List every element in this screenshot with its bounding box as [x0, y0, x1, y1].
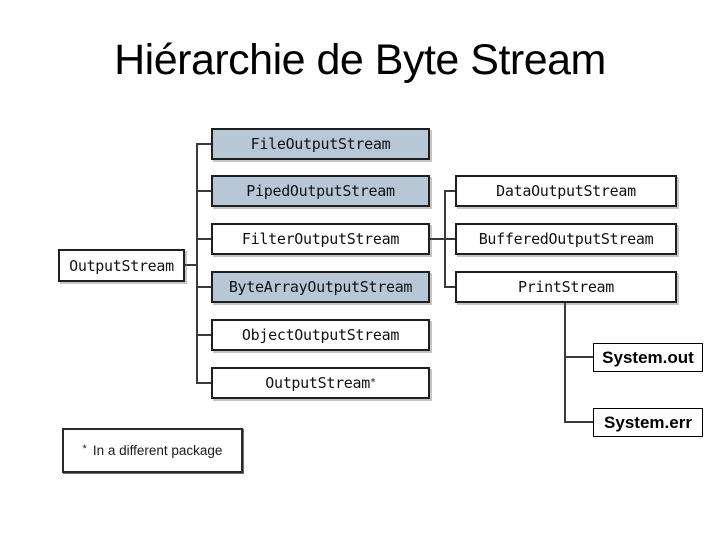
connector-stub-fileoutputstream: [196, 143, 211, 145]
connector-stub-pipedoutputstream: [196, 190, 211, 192]
class-box-outputstream-star: OutputStream*: [211, 367, 430, 399]
class-box-filteroutputstream: FilterOutputStream: [211, 223, 430, 255]
connector-trunk-filter: [444, 190, 446, 288]
class-box-pipedoutputstream: PipedOutputStream: [211, 175, 430, 207]
class-label: DataOutputStream: [496, 182, 636, 200]
member-label: System.err: [604, 412, 692, 432]
class-box-objectoutputstream: ObjectOutputStream: [211, 319, 430, 351]
member-box-system-out: System.out: [593, 343, 703, 372]
class-box-bufferedoutputstream: BufferedOutputStream: [455, 223, 677, 255]
connector-stub-dataoutputstream: [444, 190, 455, 192]
connector-stub-system-out: [564, 356, 593, 358]
class-box-fileoutputstream: FileOutputStream: [211, 128, 430, 160]
connector-stub-objectoutputstream: [196, 334, 211, 336]
class-label: BufferedOutputStream: [478, 230, 654, 248]
connector-trunk-printstream: [564, 303, 566, 423]
class-label: OutputStream: [265, 374, 371, 392]
class-box-dataoutputstream: DataOutputStream: [455, 175, 677, 207]
connector-stub-filteroutputstream: [196, 238, 211, 240]
connector-stub-bytearrayoutputstream: [196, 286, 211, 288]
connector-stub-system-err: [564, 421, 593, 423]
class-label: ObjectOutputStream: [241, 326, 400, 344]
connector-stub-outputstream-star: [196, 382, 211, 384]
connector-filter-to-children: [430, 238, 455, 240]
page-title: Hiérarchie de Byte Stream: [114, 36, 606, 84]
connector-root-to-trunk: [185, 264, 196, 266]
footnote-box: * In a different package: [62, 428, 243, 473]
class-box-outputstream: OutputStream: [58, 249, 185, 282]
member-label: System.out: [602, 347, 694, 367]
class-label: FilterOutputStream: [241, 230, 400, 248]
connector-stub-printstream: [444, 286, 455, 288]
class-label: FileOutputStream: [250, 135, 391, 153]
connector-trunk-outputstream: [196, 143, 198, 384]
class-box-printstream: PrintStream: [455, 271, 677, 303]
class-label: PrintStream: [517, 278, 615, 296]
class-label: ByteArrayOutputStream: [228, 278, 413, 296]
member-box-system-err: System.err: [593, 408, 703, 437]
footnote-text: In a different package: [92, 443, 223, 458]
class-label: OutputStream: [69, 256, 174, 275]
class-box-bytearrayoutputstream: ByteArrayOutputStream: [211, 271, 430, 303]
class-label: PipedOutputStream: [246, 182, 395, 200]
